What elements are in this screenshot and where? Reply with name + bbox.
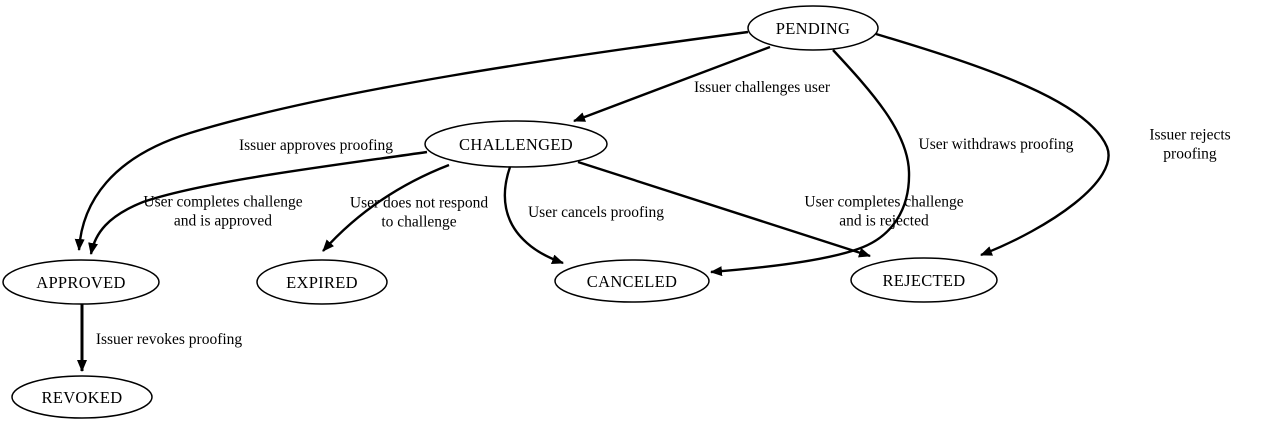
edge-label-approved-revoked: Issuer revokes proofing [95, 330, 243, 348]
edge-pending-challenged [573, 45, 771, 123]
rejected-node-ellipse [850, 257, 998, 303]
expired-node-ellipse [256, 259, 388, 305]
edge-label-pending-challenged: Issuer challenges user [693, 78, 831, 96]
pending-node-ellipse [747, 5, 879, 51]
edge-label-pending-rejected: Issuer rejects proofing [1149, 126, 1231, 163]
edge-label-challenged-approved: User completes challenge and is approved [143, 193, 303, 230]
pending-node-label: PENDING [775, 18, 851, 38]
approved-node-ellipse [2, 259, 160, 305]
expired-node-label: EXPIRED [286, 272, 358, 292]
canceled-node-label: CANCELED [586, 271, 678, 291]
edge-label-pending-canceled: User withdraws proofing [918, 135, 1074, 153]
edge-pending-canceled [710, 49, 911, 277]
revoked-node-ellipse [11, 375, 153, 419]
approved-node-label: APPROVED [36, 272, 126, 292]
challenged-node-label: CHALLENGED [459, 134, 573, 154]
rejected-node-label: REJECTED [882, 270, 966, 290]
edge-label-pending-approved: Issuer approves proofing [238, 136, 394, 154]
edge-challenged-approved [88, 150, 428, 255]
edge-pending-rejected [875, 32, 1110, 257]
edge-pending-approved [74, 30, 749, 251]
edge-label-challenged-expired: User does not respond to challenge [349, 194, 489, 231]
edge-label-challenged-canceled: User cancels proofing [527, 203, 665, 221]
edge-challenged-canceled [503, 166, 564, 265]
edge-challenged-expired [322, 163, 450, 252]
challenged-node-ellipse [424, 120, 608, 168]
canceled-node-ellipse [554, 259, 710, 303]
edge-label-challenged-rejected: User completes challenge and is rejected [804, 193, 964, 230]
revoked-node-label: REVOKED [41, 387, 123, 407]
edge-challenged-rejected [577, 160, 871, 258]
